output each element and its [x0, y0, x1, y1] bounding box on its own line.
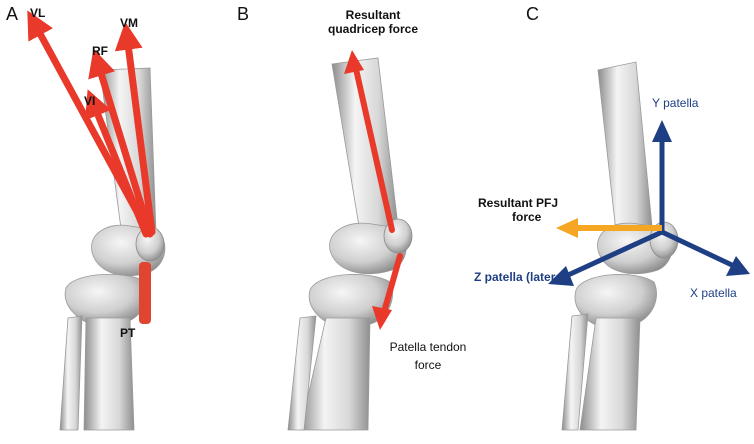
panel-a-fibula [59, 315, 83, 431]
panel-c-x-axis-label: X patella [690, 286, 737, 300]
panel-c-pfj-label: Resultant PFJ force [478, 196, 588, 224]
panel-c-letter: C [526, 4, 539, 24]
panel-a-tibia [83, 317, 135, 431]
panel-c-z-axis-arrowhead [548, 266, 574, 286]
panel-c-pfj-label-line2: force [512, 210, 542, 224]
panel-b-tendon-arrowhead [372, 306, 392, 330]
panel-c-x-axis [660, 229, 736, 269]
panel-b-tendon-label-line1: Patella tendon [389, 340, 467, 354]
panel-a-rf-label: RF [92, 44, 108, 58]
panel-a-vi-label: VI [84, 94, 96, 108]
panel-c-fibula [561, 313, 589, 431]
panel-a-letter: A [6, 4, 19, 24]
panel-c-x-axis-arrowhead [726, 256, 750, 276]
panel-b-tibia [299, 317, 371, 431]
panel-b-tendon-label: Patella tendon force [378, 340, 478, 372]
panel-b-fibula [287, 315, 317, 431]
panel-c-z-axis-label: Z patella (lateral) [474, 270, 570, 284]
panel-b-quad-label-line1: Resultant [345, 8, 401, 22]
panel-c-tibia [579, 317, 641, 431]
panel-a-vm-vector [114, 21, 156, 236]
panel-c-knee-model [548, 61, 750, 431]
panel-b-tendon-vector [381, 253, 403, 315]
panel-b-tendon-label-line2: force [414, 358, 442, 372]
panel-a-pt-label: PT [120, 326, 136, 340]
panel-b-quadricep-arrowhead [344, 50, 364, 74]
panel-a-knee-model [27, 10, 166, 431]
panel-b-knee-model [287, 50, 413, 431]
panel-a-vi-vector [85, 89, 150, 238]
panel-b-quad-label-line2: quadricep force [327, 22, 419, 36]
panel-a-patella-tendon [139, 262, 151, 324]
panel-b-quad-label: Resultant quadricep force [318, 8, 428, 36]
panel-c-tibial-plateau [574, 274, 657, 327]
panel-b-tibial-plateau [308, 274, 393, 327]
panel-a-vl-label: VL [30, 6, 46, 20]
panel-c-femur [597, 61, 653, 233]
panel-b-quadricep-vector [351, 57, 395, 233]
panel-a-vm-label: VM [120, 16, 138, 30]
panel-c-y-axis-arrowhead [652, 120, 672, 142]
panel-c-y-axis-label: Y patella [652, 96, 699, 110]
panel-c-pfj-arrowhead [556, 218, 578, 238]
panel-b-letter: B [237, 4, 250, 24]
panel-c-pfj-label-line1: Resultant PFJ [478, 196, 559, 210]
panel-c-z-axis [564, 229, 664, 279]
